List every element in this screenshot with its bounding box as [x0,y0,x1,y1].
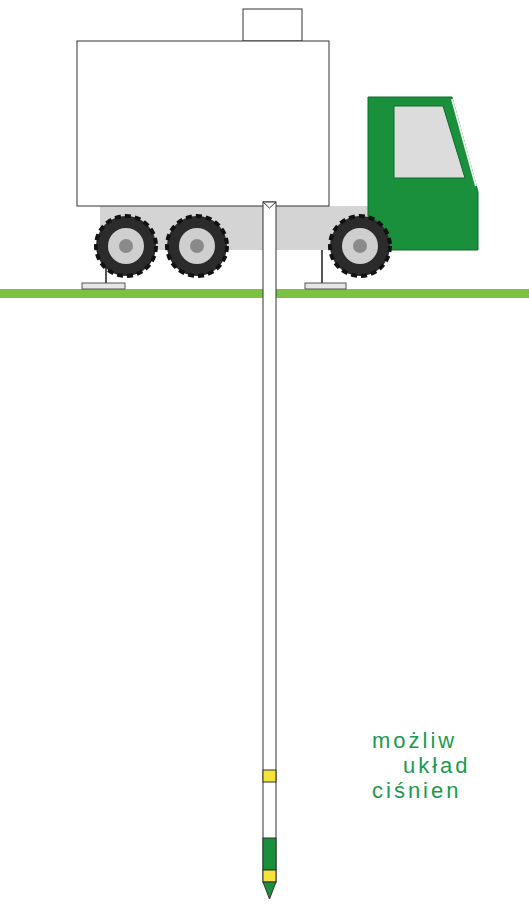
cab-window [394,106,465,178]
cab-edge-highlight [452,99,476,186]
probe-cone-tip [263,882,276,899]
truck-wheel [167,216,227,276]
probe-rod [263,202,276,882]
box-top-unit [243,9,302,41]
annotation-text: układ [403,755,471,777]
truck-wheel [96,216,156,276]
annotation-text: możliw [372,730,457,752]
cargo-box [77,41,329,206]
probe-sensor-band [263,870,276,882]
probe-friction-sleeve [263,838,276,870]
truck-wheel [330,216,390,276]
annotation-text: ciśnien [372,780,461,802]
probe-sensor-band [263,770,276,782]
rod-top [263,202,276,208]
truck-cab [368,97,478,250]
outrigger-pad [82,283,125,289]
outrigger-pad [305,283,346,289]
